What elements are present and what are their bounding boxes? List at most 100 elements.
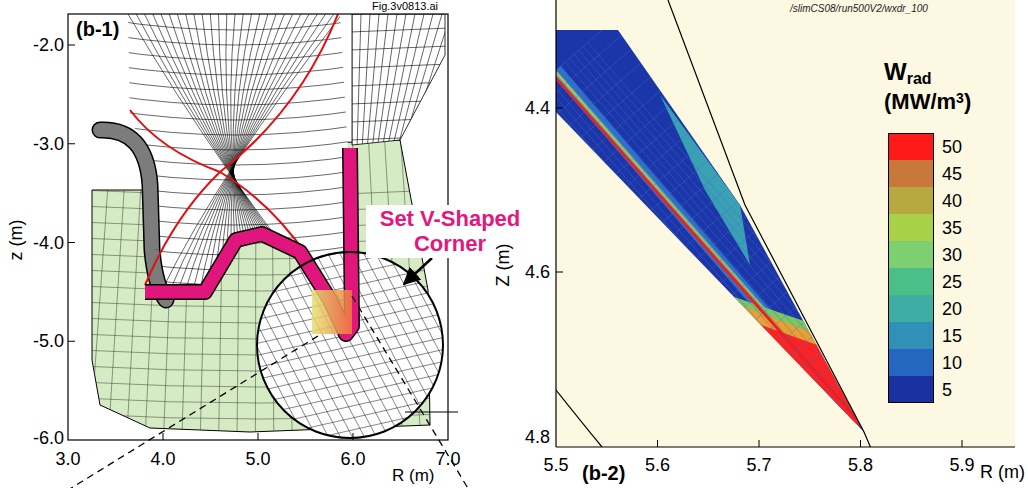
legend-value: 50 xyxy=(942,136,962,157)
mesh-line xyxy=(570,58,874,408)
axis-title: Z (m) xyxy=(493,244,514,287)
mesh-line xyxy=(350,46,448,50)
legend-swatch xyxy=(888,187,934,214)
tick-label: 5.6 xyxy=(645,455,670,476)
radiation-map xyxy=(556,0,1015,447)
mesh-line xyxy=(556,82,846,432)
mesh-line xyxy=(290,250,390,440)
tick-label: 5.8 xyxy=(848,455,873,476)
mesh-line xyxy=(694,247,814,351)
mesh-line xyxy=(556,82,671,186)
mesh-line xyxy=(352,14,353,150)
mesh-line xyxy=(68,130,80,440)
mesh-line xyxy=(826,399,946,447)
mesh-line xyxy=(407,14,448,150)
mesh-line xyxy=(661,209,781,313)
mesh-line xyxy=(574,54,878,404)
mesh-line xyxy=(128,14,352,335)
file-path: /slimCS08/run500V2/wxdr_100 xyxy=(790,3,928,15)
legend-value: 25 xyxy=(942,271,962,292)
tick-label: 7.0 xyxy=(435,449,460,470)
mesh-line xyxy=(386,250,448,440)
mesh-line xyxy=(110,80,360,90)
panel-label: (b-1) xyxy=(76,18,119,41)
tick-label: -2.0 xyxy=(33,35,64,56)
legend-swatch xyxy=(888,349,934,376)
mesh-line xyxy=(705,259,825,363)
mesh-line xyxy=(110,20,360,30)
tick-label: 3.0 xyxy=(55,449,80,470)
legend-swatch xyxy=(888,133,934,160)
axis-title: R (m) xyxy=(392,466,434,486)
legend-title-part: rad xyxy=(907,70,932,87)
mesh-line xyxy=(250,288,448,333)
axis-ticks xyxy=(556,108,962,447)
mesh-line xyxy=(397,14,433,150)
mesh-line xyxy=(90,130,112,440)
legend-title-part: ) xyxy=(964,89,971,114)
tick-label: 5.7 xyxy=(746,455,771,476)
mesh-line xyxy=(350,82,448,86)
divertor-geometry xyxy=(68,14,448,440)
legend-value: 15 xyxy=(942,325,962,346)
mesh-line xyxy=(556,90,837,440)
mesh-line xyxy=(350,136,448,140)
mesh-line xyxy=(357,14,361,150)
legend-swatch xyxy=(888,376,934,403)
legend-swatch xyxy=(888,295,934,322)
mesh-line xyxy=(108,130,128,440)
mesh-line xyxy=(771,336,891,440)
mesh-line xyxy=(398,250,448,440)
zoom-lines xyxy=(60,296,472,488)
mesh-line xyxy=(367,14,379,150)
leader-arrow xyxy=(404,258,432,284)
legend-value: 20 xyxy=(942,298,962,319)
mesh-line xyxy=(350,28,448,32)
mesh-line xyxy=(556,74,855,424)
legend-swatch xyxy=(888,214,934,241)
tick-label: 5.0 xyxy=(245,449,270,470)
mesh-line xyxy=(782,348,902,447)
mesh-line xyxy=(162,14,342,290)
legend-value: 40 xyxy=(942,190,962,211)
tick-label: 5.5 xyxy=(543,455,568,476)
mesh-line xyxy=(226,14,264,314)
legend-swatch xyxy=(888,241,934,268)
tick-label: 6.0 xyxy=(340,449,365,470)
mesh-line xyxy=(169,14,333,292)
legend-value: 45 xyxy=(942,163,962,184)
mesh-line xyxy=(392,14,424,150)
mesh-line xyxy=(250,348,448,393)
mesh-line xyxy=(556,86,842,436)
legend-title-part: (MW/m xyxy=(884,89,956,114)
mesh-line xyxy=(110,110,360,120)
mesh-line xyxy=(110,65,360,75)
mesh-line xyxy=(250,336,448,381)
mesh-line xyxy=(672,221,792,325)
tick-label: 4.4 xyxy=(525,98,550,119)
mesh-line xyxy=(110,35,360,45)
legend-swatch xyxy=(888,322,934,349)
mesh-line xyxy=(639,183,759,287)
mesh-line xyxy=(362,250,448,440)
legend-value: 35 xyxy=(942,217,962,238)
legend-value: 5 xyxy=(942,379,952,400)
mesh-line xyxy=(579,50,883,400)
mesh-line xyxy=(556,56,649,160)
legend-swatch xyxy=(888,268,934,295)
mesh-line xyxy=(250,408,448,440)
mesh-line xyxy=(727,285,847,389)
legend-value: 30 xyxy=(942,244,962,265)
mesh-line xyxy=(583,46,887,396)
tick-label: 4.6 xyxy=(525,262,550,283)
mesh-line xyxy=(387,14,415,150)
mesh-line xyxy=(71,130,96,440)
tick-label: 5.9 xyxy=(949,455,974,476)
mesh-line xyxy=(556,70,860,420)
mesh-line xyxy=(250,396,448,440)
file-name: Fig.3v0813.ai xyxy=(372,0,438,13)
mesh-line xyxy=(749,310,869,414)
mesh-line xyxy=(350,100,448,104)
tick-label: -5.0 xyxy=(33,331,64,352)
